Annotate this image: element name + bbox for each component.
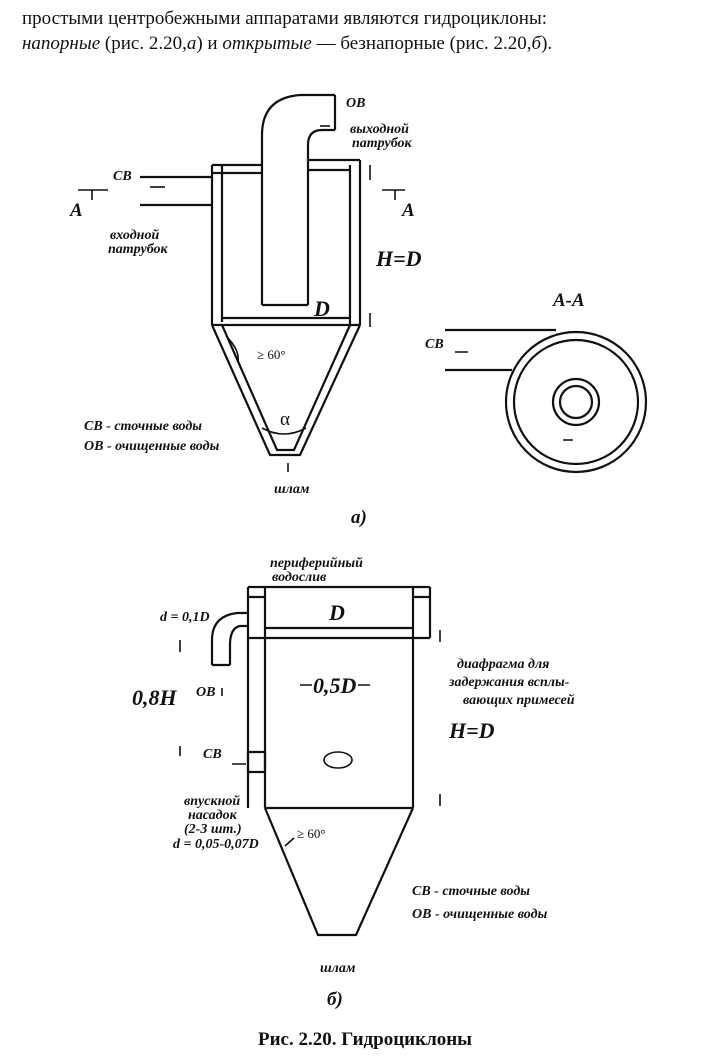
fig-a-sv-label: СВ [113,169,132,184]
fig-a-cylinder-left-wall [210,165,224,325]
fig-a-section-arrows [455,351,573,441]
fig-b-legend-ov: ОВ - очищенные воды [412,907,548,922]
fig-b-nozzle-line3: (2-3 шт.) [184,822,242,837]
fig-a-section-a-left: А [69,200,83,221]
ref-b: (рис. 2.20, [449,33,532,54]
ref-a-letter: а [186,33,197,54]
intro-text-1: простыми центробежными аппаратами являют… [22,8,548,29]
fig-a-sludge: шлам [274,482,310,497]
fig-b-diaphragm [323,751,353,769]
fig-a-cylinder-bottom [212,316,360,327]
intro-line-2: напорные (рис. 2.20,а) и открытые — безн… [22,31,712,56]
fig-b-ov-pipe [210,611,248,667]
fig-a-alpha-arc [261,427,307,435]
fig-b-nozzle-line2: насадок [188,808,238,823]
fig-b-label: б) [327,989,343,1010]
fig-a-outlet-line2: патрубок [352,136,413,151]
fig-a-legend-sv: СВ - сточные воды [84,419,202,434]
fig-b-nozzle-line1: впускной [184,794,240,809]
fig-a-inlet-line1: входной [110,228,159,243]
fig-b-weir-line2: водослив [272,570,327,585]
fig-b-diaphragm-line1: диафрагма для [457,657,549,672]
ref-b-close: ). [541,33,553,54]
fig-a-label: а) [351,507,367,528]
dash-text: — безнапорные [316,33,445,54]
figure-caption: Рис. 2.20. Гидроциклоны [258,1029,472,1050]
and-word: и [207,33,218,54]
fig-b-angle-label: ≥ 60° [297,826,326,841]
fig-b-sv-label: СВ [203,747,222,762]
fig-b-d-small: d = 0,1D [160,610,210,625]
fig-a-d-label: D [313,296,330,321]
fig-b-weir-line1: периферийный [270,556,363,571]
fig-b-half-d: 0,5D [313,673,357,698]
fig-b-h-eq-d: H=D [448,718,495,743]
fig-a-cone [210,324,361,457]
fig-a-section-pipe-inner [558,384,594,420]
pressure-word: напорные [22,33,101,54]
fig-a-outlet-line1: выходной [350,122,409,137]
fig-b-tick-marks [179,630,441,806]
open-word: открытые [222,33,312,54]
fig-b-diaphragm-line3: вающих примесей [463,693,575,708]
fig-a-section-inner-circle [512,338,640,466]
fig-a-section-mark-right [382,189,405,200]
fig-a-section-mark-left [78,189,108,200]
intro-paragraph: простыми центробежными аппаратами являют… [22,6,712,56]
fig-a-ov-label: ОВ [346,96,365,111]
fig-b-angle-mark [284,837,295,847]
fig-a-tick-marks [287,165,371,472]
fig-b-legend-sv: СВ - сточные воды [412,884,530,899]
fig-a-section-sv: СВ [425,337,444,352]
fig-a-section-a-right: А [401,200,415,221]
fig-b-sv-nozzle [246,750,267,774]
fig-a-section-title: А-А [552,290,585,311]
fig-b-diaphragm-line2: задержания всплы- [448,675,570,690]
fig-b-nozzle-line4: d = 0,05-0,07D [173,837,259,852]
fig-a-section-inlet [445,328,556,372]
fig-b-weir [248,585,430,640]
fig-a-cylinder-top [212,158,360,175]
ref-a: (рис. 2.20, [104,33,187,54]
figure-a-pressure-hydrocyclone: ОВ выходной патрубок СВ А А входной патр… [69,93,648,528]
ref-a-close: ) [196,33,203,54]
fig-a-inlet-line2: патрубок [108,242,169,257]
figure-b-open-hydrocyclone: периферийный водослив d = 0,1D D 0,8H ОВ… [132,556,575,1010]
fig-a-section-pipe-outer [551,377,601,427]
intro-line-1: простыми центробежными аппаратами являют… [22,6,712,31]
ref-b-letter: б [531,33,542,54]
fig-a-legend-ov: ОВ - очищенные воды [84,439,220,454]
fig-b-h08: 0,8H [132,685,178,710]
fig-b-cylinder-walls [246,587,432,808]
fig-a-angle-mark [225,335,240,363]
fig-a-h-eq-d: H=D [375,246,422,271]
fig-b-sludge: шлам [320,961,356,976]
fig-a-alpha-label: α [280,409,290,430]
fig-a-section-outer-circle [504,330,648,474]
fig-b-cone [263,807,415,937]
fig-b-d-label: D [328,600,345,625]
fig-a-angle-label: ≥ 60° [257,347,286,362]
fig-b-ov-label: ОВ [196,685,215,700]
fig-a-outlet-pipe [260,93,337,307]
fig-a-cylinder-right-wall [348,160,362,325]
fig-a-inlet-pipe [140,175,212,207]
